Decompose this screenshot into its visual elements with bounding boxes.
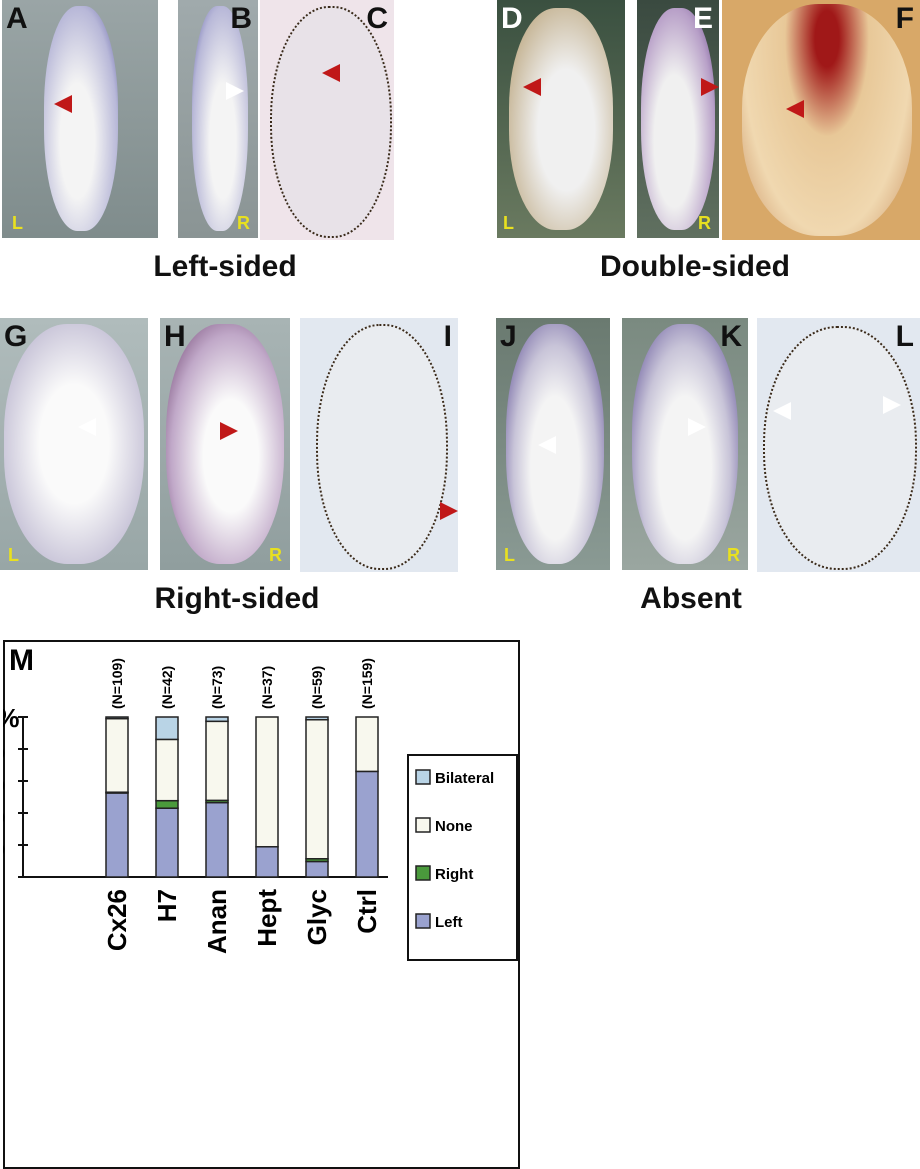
panel-label: L [895, 320, 914, 353]
y-tick-label: 20% [3, 831, 5, 861]
legend-swatch [415, 865, 431, 881]
red-arrowhead [523, 78, 541, 96]
panel-d: D L [497, 0, 625, 238]
legend-label: Bilateral [435, 770, 494, 787]
side-label: R [269, 545, 282, 565]
panel-e: E R [637, 0, 719, 238]
bar-left [205, 801, 229, 878]
panel-c: C [260, 0, 394, 240]
panel-label: M [9, 644, 34, 677]
panel-k: K R [622, 318, 748, 570]
panel-label: B [230, 2, 252, 35]
x-tick-label: Hept [252, 889, 282, 947]
red-arrowhead [220, 422, 238, 440]
n-label: (N=73) [209, 666, 225, 709]
bar-bilateral [155, 716, 179, 741]
panel-b: B R [178, 0, 258, 238]
x-tick-label: Glyc [302, 889, 332, 945]
white-arrowhead [226, 82, 244, 100]
panel-label: C [366, 2, 388, 35]
side-label: L [503, 213, 514, 233]
y-tick-label: 100% [3, 703, 20, 733]
bar-none [155, 738, 179, 802]
legend-swatch [415, 913, 431, 929]
panel-label: H [164, 320, 186, 353]
red-arrowhead [54, 95, 72, 113]
white-arrowhead [883, 396, 901, 414]
panel-label: G [4, 320, 28, 353]
x-tick-label: Anan [202, 889, 232, 954]
legend-label: Right [435, 866, 473, 883]
white-arrowhead [78, 418, 96, 436]
white-arrowhead [688, 418, 706, 436]
caption-double-sided: Double-sided [599, 250, 791, 283]
caption-absent: Absent [640, 582, 742, 615]
bar-left [355, 770, 379, 878]
x-tick-label: H7 [152, 889, 182, 922]
panel-label: D [501, 2, 523, 35]
panel-label: I [443, 320, 452, 353]
panel-label: F [895, 2, 914, 35]
legend-label: None [435, 818, 473, 835]
panel-l: L [757, 318, 920, 572]
y-tick-label: 40% [3, 799, 5, 829]
n-label: (N=159) [359, 658, 375, 709]
panel-i: I [300, 318, 458, 572]
panel-a: A L [2, 0, 158, 238]
panel-label: A [6, 2, 28, 35]
panel-j: J L [496, 318, 610, 570]
red-arrowhead [786, 100, 804, 118]
x-tick-label: Cx26 [102, 889, 132, 951]
x-tick-label: Ctrl [352, 889, 382, 934]
panel-label: J [500, 320, 517, 353]
panel-label: K [720, 320, 742, 353]
bar-left [255, 846, 279, 878]
bar-none [255, 716, 279, 848]
bar-none [105, 717, 129, 793]
bar-none [355, 716, 379, 773]
panel-g: G L [0, 318, 148, 570]
caption-right-sided: Right-sided [154, 582, 320, 615]
side-label: L [8, 545, 19, 565]
side-label: R [237, 213, 250, 233]
side-label: R [727, 545, 740, 565]
n-label: (N=59) [309, 666, 325, 709]
caption-left-sided: Left-sided [153, 250, 297, 283]
stacked-bar-chart: M 0%20%40%60%80%100%Cx26(N=109)H7(N=42)A… [3, 640, 520, 1169]
panel-label: E [692, 2, 713, 35]
red-arrowhead [322, 64, 340, 82]
panel-f: F [722, 0, 920, 240]
side-label: L [12, 213, 23, 233]
legend-swatch [415, 817, 431, 833]
bar-left [105, 792, 129, 878]
bar-none [305, 718, 329, 860]
n-label: (N=42) [159, 666, 175, 709]
n-label: (N=109) [109, 658, 125, 709]
bar-left [305, 860, 329, 878]
red-arrowhead [701, 78, 719, 96]
n-label: (N=37) [259, 666, 275, 709]
bar-right [155, 799, 179, 809]
legend-swatch [415, 769, 431, 785]
panel-h: H R [160, 318, 290, 570]
bar-left [155, 807, 179, 878]
bar-bilateral [105, 716, 129, 720]
legend-label: Left [435, 914, 463, 931]
y-tick-label: 60% [3, 767, 5, 797]
y-tick-label: 80% [3, 735, 5, 765]
side-label: L [504, 545, 515, 565]
white-arrowhead [538, 436, 556, 454]
white-arrowhead [773, 402, 791, 420]
bar-bilateral [205, 716, 229, 723]
red-arrowhead [440, 502, 458, 520]
side-label: R [698, 213, 711, 233]
bar-none [205, 720, 229, 802]
bar-bilateral [305, 716, 329, 721]
